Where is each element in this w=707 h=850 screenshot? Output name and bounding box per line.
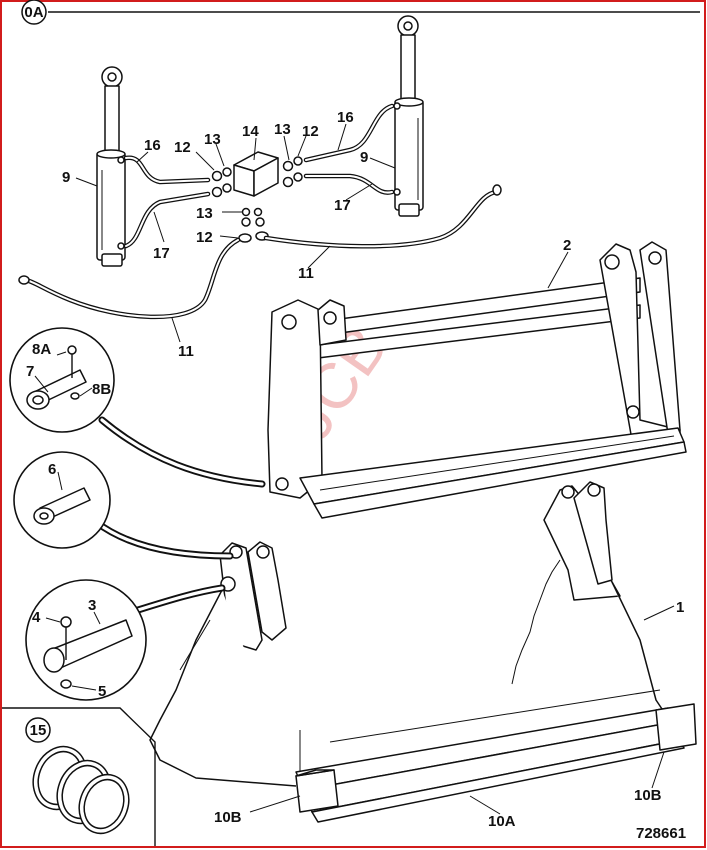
callout-9-right: 9 <box>360 149 368 166</box>
callout-11-left: 11 <box>178 343 194 360</box>
callout-17-right: 17 <box>334 197 351 214</box>
callout-8b: 8B <box>92 381 111 398</box>
upper-carriage-frame <box>267 241 687 519</box>
callout-4: 4 <box>32 609 41 626</box>
callout-14: 14 <box>242 123 259 140</box>
callout-5: 5 <box>98 683 106 700</box>
callout-10b-left: 10B <box>214 809 242 826</box>
callout-12-right: 12 <box>302 123 319 140</box>
callout-13-left: 13 <box>204 131 221 148</box>
callout-8a: 8A <box>32 341 51 358</box>
callout-17-left: 17 <box>153 245 170 262</box>
callout-12-mid: 12 <box>196 229 213 246</box>
callout-10a: 10A <box>488 813 516 830</box>
left-ram-cylinder <box>96 66 126 267</box>
svg-text:0A: 0A <box>24 4 43 21</box>
drawing-number: 728661 <box>636 825 686 842</box>
callout-10b-right: 10B <box>634 787 662 804</box>
detail-pin-8 <box>9 327 266 488</box>
seal-kit-inset: 15 <box>2 707 156 846</box>
callout-7: 7 <box>26 363 34 380</box>
callout-13-right: 13 <box>274 121 291 138</box>
hydraulic-hoses <box>18 103 502 320</box>
callout-2: 2 <box>563 237 571 254</box>
detail-pin-3 <box>25 579 226 701</box>
callout-16-right: 16 <box>337 109 354 126</box>
valve-block <box>233 151 279 197</box>
callout-3: 3 <box>88 597 96 614</box>
callout-6: 6 <box>48 461 56 478</box>
callout-labels: 9 16 12 13 14 13 12 16 9 17 13 12 17 11 … <box>26 109 686 842</box>
right-ram-cylinder <box>393 15 424 217</box>
view-badge: 0A <box>21 0 700 25</box>
detail-pin-6 <box>13 451 234 560</box>
callout-1: 1 <box>676 599 684 616</box>
callout-12-left: 12 <box>174 139 191 156</box>
callout-16-left: 16 <box>144 137 161 154</box>
callout-9-left: 9 <box>62 169 70 186</box>
svg-text:15: 15 <box>30 722 47 739</box>
callout-13-mid: 13 <box>196 205 213 222</box>
lower-carriage-frame <box>149 481 697 823</box>
callout-11-right: 11 <box>298 265 314 282</box>
callout-leaders <box>34 123 675 815</box>
